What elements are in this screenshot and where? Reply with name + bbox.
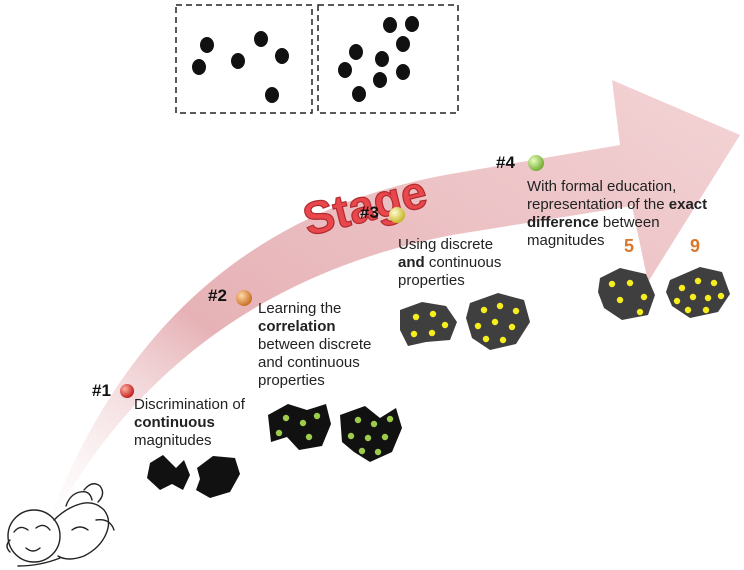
bead-icon bbox=[120, 384, 134, 398]
shape-blob bbox=[466, 293, 530, 350]
bead-icon bbox=[389, 207, 405, 223]
stage-1-label: Discrimination of continuous magnitudes bbox=[134, 396, 245, 449]
shape-blob bbox=[340, 406, 402, 462]
shape-blob bbox=[598, 268, 655, 320]
magnitude-number: 9 bbox=[690, 236, 701, 256]
stage-3-number: #3 bbox=[360, 203, 379, 222]
stage-1-number: #1 bbox=[92, 381, 111, 400]
stage-arrow bbox=[42, 80, 740, 540]
dot-set-icon bbox=[175, 4, 313, 114]
stage-3-label: Using discrete and continuous properties bbox=[398, 236, 502, 289]
shape-blob bbox=[666, 267, 730, 318]
shape-blob bbox=[147, 455, 190, 490]
dot-set-icon bbox=[317, 4, 459, 114]
stage-2-label: Learning the correlation between discret… bbox=[258, 300, 372, 389]
stage-4-number: #4 bbox=[496, 153, 515, 172]
stage-4-label: With formal education, representation of… bbox=[527, 178, 708, 249]
baby-icon bbox=[6, 483, 115, 567]
shape-blob bbox=[268, 404, 331, 450]
shape-blob bbox=[400, 302, 457, 346]
bead-icon bbox=[236, 290, 252, 306]
magnitude-number: 5 bbox=[624, 236, 635, 256]
shape-blob bbox=[196, 456, 240, 498]
stage-2-number: #2 bbox=[208, 286, 227, 305]
bead-icon bbox=[528, 155, 544, 171]
